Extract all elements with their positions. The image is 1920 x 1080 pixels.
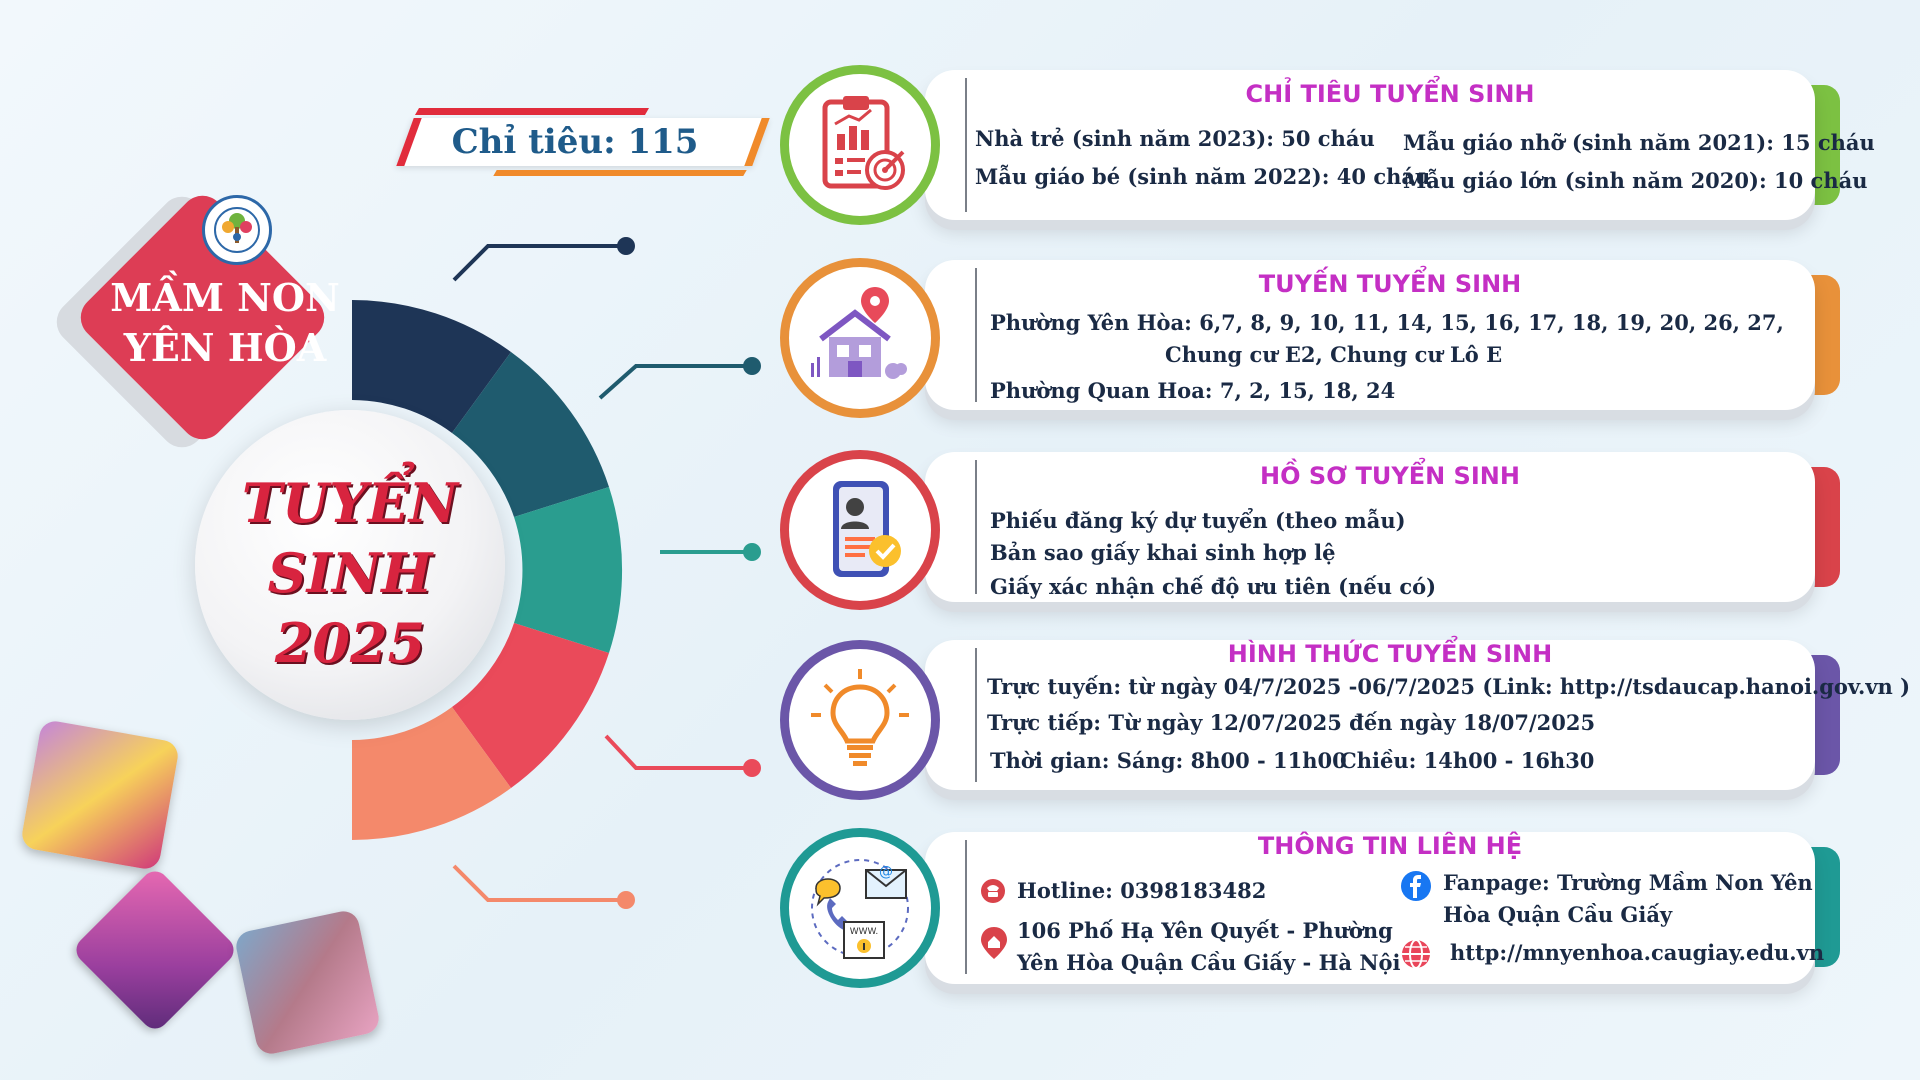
clipboard-chart-icon [780, 65, 940, 225]
connector-5 [452, 864, 626, 902]
method-time-morning: Thời gian: Sáng: 8h00 - 11h00 [990, 748, 1347, 773]
method-time-afternoon: Chiều: 14h00 - 16h30 [1340, 748, 1595, 773]
card-area: TUYẾN TUYỂN SINH Phường Yên Hòa: 6,7, 8,… [925, 260, 1840, 410]
segmented-arc [352, 300, 623, 840]
document-item-2: Bản sao giấy khai sinh hợp lệ [990, 540, 1336, 565]
arc-segment-navy [352, 300, 511, 433]
contact-channels-icon: @ WWW. [780, 828, 940, 988]
main-title-line3: 2025 [274, 611, 426, 675]
connector-1 [452, 244, 626, 282]
svg-text:@: @ [879, 864, 893, 880]
arc-segment-dark-teal [452, 352, 609, 517]
school-name-line1: MẦM NON [110, 275, 340, 320]
method-title: HÌNH THỨC TUYỂN SINH [1227, 640, 1553, 668]
contact-address-line2: Yên Hòa Quận Cầu Giấy - Hà Nội [1017, 950, 1401, 975]
facebook-icon [1400, 870, 1432, 906]
area-yen-hoa: Phường Yên Hòa: 6,7, 8, 9, 10, 11, 14, 1… [990, 310, 1784, 335]
phone-icon [980, 878, 1006, 908]
card-documents: HỒ SƠ TUYỂN SINH Phiếu đăng ký dự tuyển … [925, 452, 1840, 602]
arc-segment-salmon [352, 707, 511, 840]
document-item-3: Giấy xác nhận chế độ ưu tiên (nếu có) [990, 574, 1437, 599]
method-online: Trực tuyến: từ ngày 04/7/2025 -06/7/2025… [987, 674, 1911, 699]
area-apartments: Chung cư E2, Chung cư Lô E [1165, 342, 1503, 367]
document-item-1: Phiếu đăng ký dự tuyển (theo mẫu) [990, 508, 1406, 533]
quota-nursery: Nhà trẻ (sinh năm 2023): 50 cháu [975, 126, 1375, 151]
id-document-check-icon [780, 450, 940, 610]
card-method: HÌNH THỨC TUYỂN SINH Trực tuyến: từ ngày… [925, 640, 1910, 790]
school-name-line2: YÊN HÒA [123, 325, 327, 370]
contact-address-line1: 106 Phố Hạ Yên Quyết - Phường [1017, 918, 1393, 943]
method-direct: Trực tiếp: Từ ngày 12/07/2025 đến ngày 1… [987, 710, 1596, 735]
contact-website[interactable]: http://mnyenhoa.caugiay.edu.vn [1450, 940, 1825, 965]
connector-4 [604, 734, 752, 770]
svg-text:WWW.: WWW. [850, 927, 879, 937]
house-location-icon [780, 258, 940, 418]
main-title-circle: TUYỂN SINH 2025 [195, 410, 505, 720]
area-quan-hoa: Phường Quan Hoa: 7, 2, 15, 18, 24 [990, 378, 1396, 403]
quota-kinder-small: Mẫu giáo bé (sinh năm 2022): 40 cháu [975, 164, 1431, 189]
arc-segment-red [452, 623, 609, 788]
lightbulb-icon [780, 640, 940, 800]
location-icon [980, 926, 1008, 964]
globe-icon [1400, 938, 1432, 974]
main-title-line2: SINH [267, 541, 433, 605]
quota-kinder-middle: Mẫu giáo nhỡ (sinh năm 2021): 15 cháu [1403, 130, 1875, 155]
area-title: TUYẾN TUYỂN SINH [1258, 270, 1522, 298]
quota-label: Chỉ tiêu: 115 [451, 122, 699, 162]
card-contact: THÔNG TIN LIÊN HỆ Hotline: 0398183482 10… [925, 832, 1840, 984]
quota-detail-title: CHỈ TIÊU TUYỂN SINH [1245, 80, 1535, 108]
photo-children-1 [19, 718, 181, 872]
connector-lines [452, 237, 761, 909]
school-badge: MẦM NON YÊN HÒA [47, 186, 340, 457]
card-quota-detail: CHỈ TIÊU TUYỂN SINH Nhà trẻ (sinh năm 20… [925, 70, 1875, 220]
quota-kinder-large: Mẫu giáo lớn (sinh năm 2020): 10 cháu [1403, 168, 1868, 193]
photo-children-3 [233, 908, 382, 1057]
contact-hotline: Hotline: 0398183482 [1017, 878, 1267, 903]
main-title-line1: TUYỂN [241, 471, 459, 535]
connector-2 [598, 364, 752, 400]
quota-banner: Chỉ tiêu: 115 [395, 108, 775, 176]
contact-fanpage-line2: Hòa Quận Cầu Giấy [1443, 902, 1673, 927]
contact-title: THÔNG TIN LIÊN HỆ [1257, 832, 1523, 860]
contact-fanpage-line1: Fanpage: Trường Mầm Non Yên [1443, 870, 1813, 895]
documents-title: HỒ SƠ TUYỂN SINH [1260, 462, 1520, 490]
photo-children-2 [70, 865, 240, 1035]
school-logo-icon [202, 195, 272, 265]
arc-segment-teal [514, 487, 623, 653]
